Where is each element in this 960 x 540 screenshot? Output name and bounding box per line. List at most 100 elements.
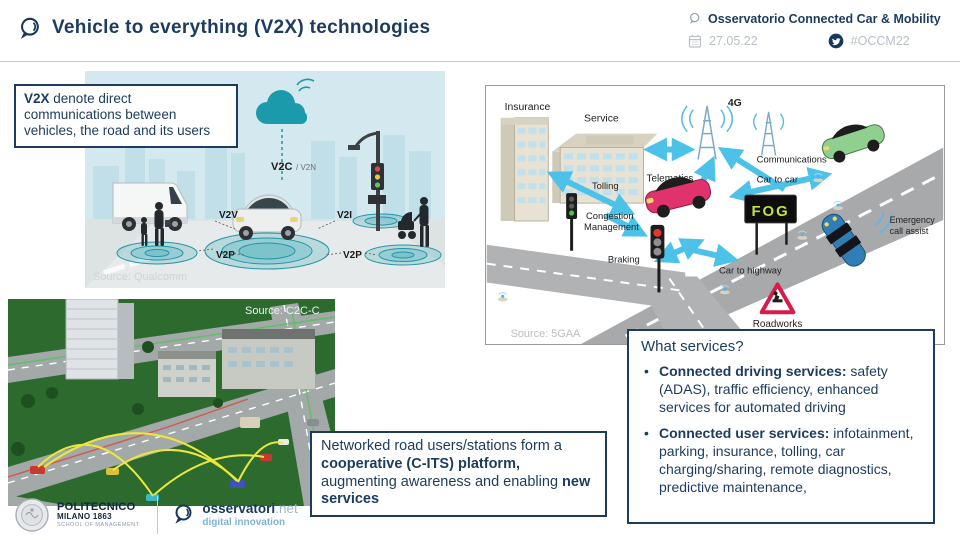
service-building — [552, 133, 658, 204]
v2x-definition-callout: V2X denote direct communications between… — [14, 84, 238, 148]
osservatori-bubble-icon-small — [689, 12, 700, 24]
networked-bold-1: cooperative (C-ITS) platform, — [321, 455, 520, 472]
cross-road-down — [635, 276, 753, 344]
traffic-light-red — [650, 224, 665, 293]
networked-bold-2: new services — [321, 473, 591, 508]
label-tolling: Tolling — [592, 180, 619, 191]
osservatori-bubble-icon-footer — [175, 504, 192, 524]
radar-rings — [116, 213, 442, 270]
services-bullet-user-lead: Connected user services: — [659, 425, 830, 442]
van — [112, 182, 188, 231]
road-diagonal — [8, 369, 335, 499]
calendar-icon — [688, 34, 702, 48]
fog-sign: FOG — [744, 194, 797, 255]
cloud-icon — [256, 78, 315, 124]
telematics-car — [645, 177, 712, 218]
label-communications: Communications — [757, 153, 827, 164]
cross-road-left — [486, 244, 686, 311]
services-bullet-driving-lead: Connected driving services: — [659, 363, 847, 380]
large-building — [222, 329, 315, 389]
osservatori-net: .net — [275, 501, 298, 517]
cell-tower-2 — [753, 111, 785, 156]
footer-divider — [157, 496, 159, 534]
footer: POLITECNICO MILANO 1863 SCHOOL OF MANAGE… — [14, 492, 298, 538]
pedestrians — [141, 202, 171, 246]
services-bullet-user-text: infotainment, parking, insurance, tollin… — [659, 425, 914, 495]
stroller-pedestrian — [398, 197, 429, 247]
services-heading: What services? — [641, 338, 744, 355]
osservatori-logo: osservatori.net digital innovation — [172, 501, 298, 528]
label-insurance: Insurance — [505, 102, 551, 113]
crosswalk — [102, 255, 152, 276]
insurance-building — [500, 117, 549, 222]
label-congestion-1: Congestion — [586, 210, 634, 221]
osservatori-tagline: digital innovation — [202, 517, 286, 529]
header-meta: Osservatorio Connected Car & Mobility 27… — [688, 8, 948, 52]
v2x-definition-text: denote direct communications between veh… — [24, 91, 211, 139]
networked-callout: Networked road users/stations form a coo… — [310, 431, 607, 518]
car-green — [821, 124, 885, 163]
services-bullet-driving: Connected driving services: safety (ADAS… — [641, 363, 921, 416]
date-label: 27.05.22 — [709, 34, 758, 48]
ecall-waves — [875, 210, 893, 234]
traffic-light-green — [566, 193, 578, 251]
header: Vehicle to everything (V2X) technologies… — [0, 0, 960, 62]
traffic-light-pole — [348, 131, 386, 231]
label-v2c: V2C — [271, 161, 292, 173]
red-routes — [8, 398, 249, 478]
politecnico-sub: MILANO 1863 — [57, 512, 112, 522]
services-bullet-user: Connected user services: infotainment, p… — [641, 425, 921, 496]
mid-building — [158, 351, 216, 397]
osservatori-name: osservatori — [202, 501, 276, 517]
label-car-to-car: Car to car — [757, 173, 798, 184]
label-v2p-right: V2P — [343, 250, 362, 261]
c2c-city-figure: Source: C2C-C — [8, 299, 335, 506]
services-list: Connected driving services: safety (ADAS… — [641, 363, 921, 496]
networked-text-2: augmenting awareness and enabling — [321, 473, 563, 490]
label-v2p-left: V2P — [216, 250, 235, 261]
qualcomm-source: Source: Qualcomm — [93, 271, 187, 283]
brand-row: Osservatorio Connected Car & Mobility — [688, 8, 948, 30]
label-4g: 4G — [728, 98, 742, 109]
osservatori-text: osservatori.net digital innovation — [202, 501, 297, 528]
services-bullet-driving-text: safety (ADAS), traffic efficiency, enhan… — [659, 363, 888, 415]
twitter-icon — [828, 33, 844, 49]
brand-name: Osservatorio Connected Car & Mobility — [708, 12, 941, 26]
label-service: Service — [584, 114, 619, 125]
fivegaa-services-figure: Insurance Service 4G — [485, 85, 945, 345]
date-row: 27.05.22 #OCCM22 — [688, 30, 948, 52]
label-braking: Braking — [608, 254, 640, 265]
trees — [11, 341, 223, 456]
v2v-arcs — [37, 432, 284, 497]
services-callout: What services? Connected driving service… — [627, 329, 935, 524]
politecnico-text: POLITECNICO MILANO 1863 SCHOOL OF MANAGE… — [57, 500, 139, 529]
label-car-to-highway: Car to highway — [719, 265, 782, 276]
fog-sign-text: FOG — [751, 204, 789, 220]
label-v2i: V2I — [337, 210, 352, 221]
center-car — [232, 194, 302, 240]
city-skyline — [93, 131, 431, 226]
cell-tower-1 — [681, 105, 734, 160]
fivegaa-source: Source: 5GAA — [511, 328, 581, 340]
qualcomm-v2x-figure: V2C / V2N — [85, 71, 445, 288]
politecnico-logo: POLITECNICO MILANO 1863 SCHOOL OF MANAGE… — [14, 497, 139, 533]
osservatori-bubble-icon — [20, 17, 39, 39]
label-emergency-2: call assist — [890, 226, 929, 236]
label-roadworks: Roadworks — [753, 319, 803, 330]
politecnico-seal-icon — [15, 498, 49, 532]
label-v2v: V2V — [219, 210, 238, 221]
hashtag-label: #OCCM22 — [850, 34, 910, 48]
glass-tower — [65, 299, 134, 380]
networked-text-1: Networked road users/stations form a — [321, 438, 562, 454]
roadworks-sign — [759, 282, 796, 315]
label-telematics: Telematics — [647, 173, 694, 184]
page-title: Vehicle to everything (V2X) technologies — [52, 17, 431, 38]
politecnico-name: POLITECNICO — [57, 500, 136, 513]
car-emergency — [821, 213, 866, 267]
label-v2n: / V2N — [296, 163, 316, 172]
c2c-source: Source: C2C-C — [245, 305, 320, 317]
v2x-definition-lead: V2X — [24, 91, 50, 106]
label-congestion-2: Management — [584, 221, 639, 232]
connected-cars — [30, 417, 325, 501]
